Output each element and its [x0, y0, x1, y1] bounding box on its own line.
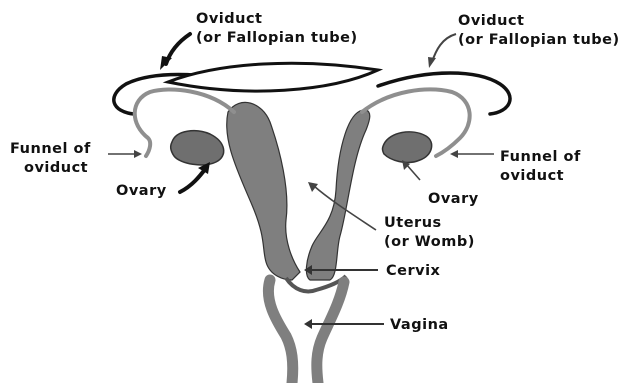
label-uterus-line2: (or Womb)	[384, 233, 475, 251]
arrow-vagina-head	[304, 319, 312, 329]
label-funnel-left-line1: Funnel of	[10, 140, 91, 158]
label-funnel-left-line2: oviduct	[24, 159, 88, 177]
label-oviduct-right-line2: (or Fallopian tube)	[458, 31, 620, 49]
uterus-right-wall	[306, 110, 369, 280]
arrow-oviduct-right	[432, 34, 456, 62]
label-funnel-right-line1: Funnel of	[500, 148, 581, 166]
vagina-left-wall	[268, 280, 292, 383]
label-ovary-right: Ovary	[428, 190, 479, 208]
label-uterus-line1: Uterus	[384, 214, 442, 232]
arrow-uterus-head	[308, 182, 318, 192]
ovary-left-shape	[171, 131, 224, 165]
arrow-oviduct-right-head	[428, 57, 436, 68]
label-vagina: Vagina	[390, 316, 449, 334]
label-funnel-right-line2: oviduct	[500, 167, 564, 185]
uterus-fundus	[168, 63, 378, 91]
arrow-funnel-right-head	[450, 150, 458, 158]
label-oviduct-left-line1: Oviduct	[196, 10, 262, 28]
ovary-right-shape	[383, 132, 432, 163]
arrow-ovary-right	[406, 164, 420, 180]
label-ovary-left: Ovary	[116, 182, 167, 200]
arrow-funnel-left-head	[134, 150, 142, 158]
vagina-right-wall	[317, 282, 344, 383]
arrow-ovary-left	[180, 168, 206, 192]
arrow-oviduct-left-head	[160, 56, 172, 70]
label-oviduct-left-line2: (or Fallopian tube)	[196, 29, 358, 47]
label-cervix: Cervix	[386, 262, 440, 280]
uterus-left-wall	[227, 102, 300, 280]
label-oviduct-right-line1: Oviduct	[458, 12, 524, 30]
